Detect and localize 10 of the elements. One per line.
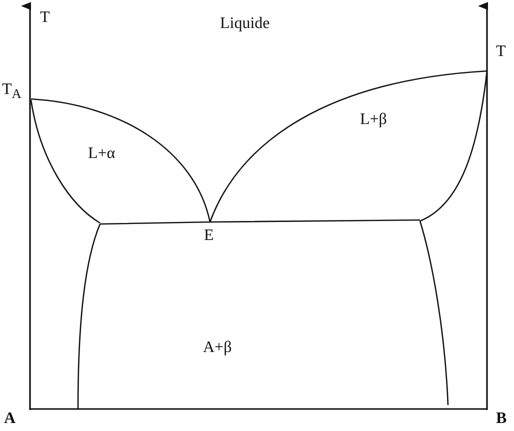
temperature-label: T$_{A}$ <box>2 82 22 101</box>
phase-region-label: Liquide <box>220 16 270 32</box>
component-label: B <box>496 411 507 427</box>
phase-region-label: L+α <box>88 146 116 162</box>
axis-label: T <box>496 44 506 60</box>
point-label: E <box>204 228 214 244</box>
phase-region-label: A+β <box>203 340 232 356</box>
axis-label: T <box>40 10 50 26</box>
component-label: A <box>4 411 16 427</box>
phase-region-label: L+β <box>360 112 387 128</box>
